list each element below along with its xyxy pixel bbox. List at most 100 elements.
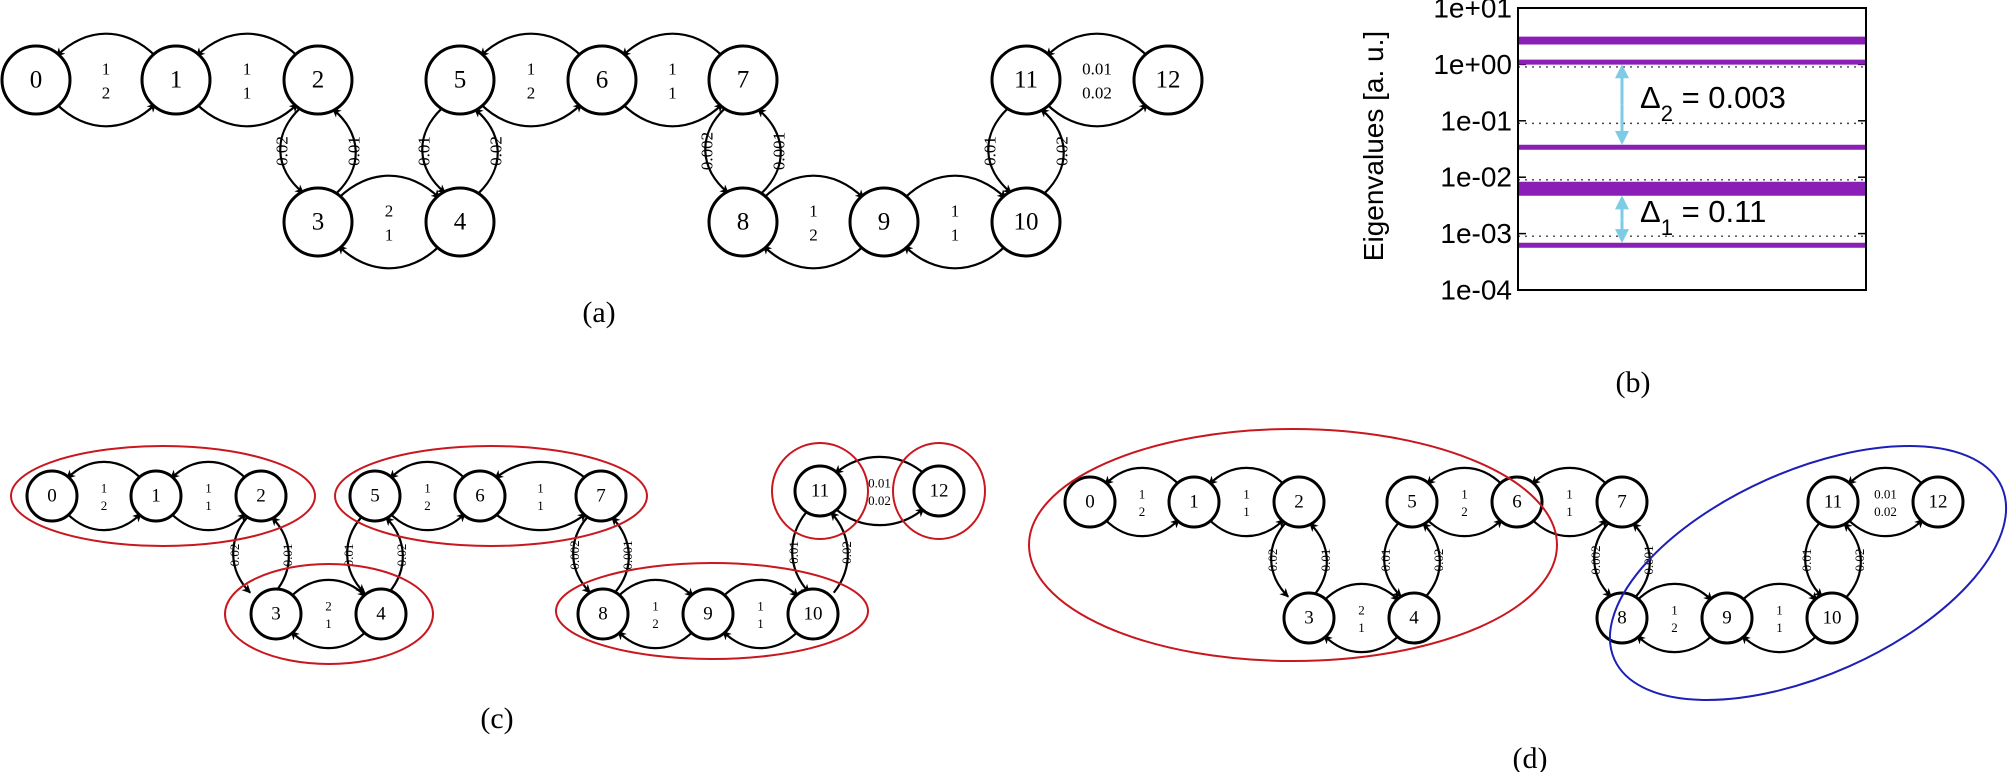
node-label: 1: [1189, 492, 1199, 513]
node-circle: [574, 469, 628, 523]
node-4: 4: [354, 587, 408, 641]
arrow-lower: [337, 245, 441, 270]
node-circle: [0, 44, 72, 116]
node-circle: [424, 44, 496, 116]
node-circle: [576, 587, 630, 641]
edge-label-left: 0.01: [786, 541, 801, 564]
edge-label-left: 0.002: [1588, 545, 1603, 574]
plot-frame: [1517, 7, 1867, 291]
node-circle: [848, 186, 920, 258]
node-8: 8: [576, 587, 630, 641]
node-circle: [25, 469, 79, 523]
node-circle: [282, 44, 354, 116]
edge-label-bottom: 0.02: [868, 493, 891, 508]
edge-label-left: 0.01: [1799, 549, 1814, 572]
node-7: 7: [707, 44, 779, 116]
node-12: 12: [912, 464, 966, 518]
arrow-lower: [617, 630, 694, 650]
node-circle: [1272, 475, 1326, 529]
edge-label-top: 1: [1566, 486, 1573, 501]
node-circle: [1387, 591, 1441, 645]
edge-label-left: 0.02: [227, 544, 242, 567]
arrow-up: [1039, 108, 1065, 194]
node-circle: [1595, 475, 1649, 529]
node-6: 6: [566, 44, 638, 116]
edge-label-left: 0.01: [981, 136, 1000, 166]
node-label: 5: [454, 67, 467, 94]
node-label: 7: [596, 486, 606, 507]
edge-67: 11: [621, 32, 724, 128]
edge-label-right: 0.02: [1431, 549, 1446, 572]
node-circle: [1063, 475, 1117, 529]
node-label: 12: [1156, 67, 1181, 94]
edge-label-bottom: 2: [424, 498, 431, 513]
edge-1112: 0.010.02: [1847, 466, 1924, 538]
arrow-up: [1309, 522, 1328, 598]
node-5: 5: [424, 44, 496, 116]
arrow-lower: [834, 507, 925, 527]
arrow-down: [704, 108, 730, 194]
eigenvalue-lines: [1518, 36, 1866, 248]
node-label: 6: [596, 67, 609, 94]
edge-label-bottom: 1: [757, 616, 764, 631]
edge-label-top: 0.01: [1082, 60, 1112, 79]
cluster-ring-3-4: [224, 563, 434, 665]
edge-56: 12: [479, 32, 583, 128]
arrow-upper: [195, 32, 299, 57]
node-10: 10: [1805, 591, 1859, 645]
edge-12: 11: [195, 32, 299, 128]
node-label: 6: [1512, 492, 1522, 513]
node-11: 11: [1806, 475, 1860, 529]
arrow-lower: [1426, 518, 1503, 538]
arrow-upper: [337, 174, 441, 199]
arrow-upper: [1208, 466, 1285, 486]
edge-label-top: 1: [101, 480, 108, 495]
edge-label-bottom: 1: [668, 84, 677, 103]
node-label: 1: [170, 67, 183, 94]
edge-label-top: 1: [668, 60, 677, 79]
arrow-upper: [66, 460, 142, 480]
node-1: 1: [1167, 475, 1221, 529]
node-1: 1: [129, 469, 183, 523]
node-circle: [453, 469, 507, 523]
node-label: 8: [598, 604, 608, 625]
edge-label-bottom: 2: [1461, 504, 1468, 519]
edge-label-top: 1: [652, 598, 659, 613]
y-axis-label: Eigenvalues [a. u.]: [1358, 31, 1389, 261]
edge-label-right: 0.02: [394, 544, 409, 567]
arrow-up: [271, 516, 290, 594]
arrow-upper: [621, 32, 724, 57]
node-label: 2: [312, 67, 325, 94]
node-circle: [681, 587, 735, 641]
node-label: 5: [370, 486, 380, 507]
node-circle: [424, 186, 496, 258]
arrow-upper: [389, 460, 466, 480]
arrow-upper: [1531, 466, 1608, 486]
node-circle: [234, 469, 288, 523]
edge-label-top: 1: [537, 480, 544, 495]
node-label: 2: [256, 486, 266, 507]
arrow-upper: [722, 578, 799, 598]
arrow-upper: [834, 455, 925, 475]
arrow-upper: [762, 174, 865, 199]
arrow-upper: [55, 32, 157, 57]
node-6: 6: [453, 469, 507, 523]
node-10: 10: [990, 186, 1062, 258]
edge-label-bottom: 2: [652, 616, 659, 631]
arrow-down: [279, 108, 305, 194]
cluster-ring-8-10: [555, 562, 869, 660]
cluster-rings-d: [1028, 428, 2008, 701]
edge-label-right: 0.001: [770, 132, 789, 170]
arrow-down: [572, 516, 591, 594]
eigenvalue-plot: Eigenvalues [a. u.] 1e+011e+001e-011e-02…: [1358, 0, 1867, 306]
edge-label-bottom: 1: [951, 226, 960, 245]
arrow-lower: [722, 630, 799, 650]
edge-label-left: 0.002: [698, 132, 717, 170]
edge-label-bottom: 2: [527, 84, 536, 103]
